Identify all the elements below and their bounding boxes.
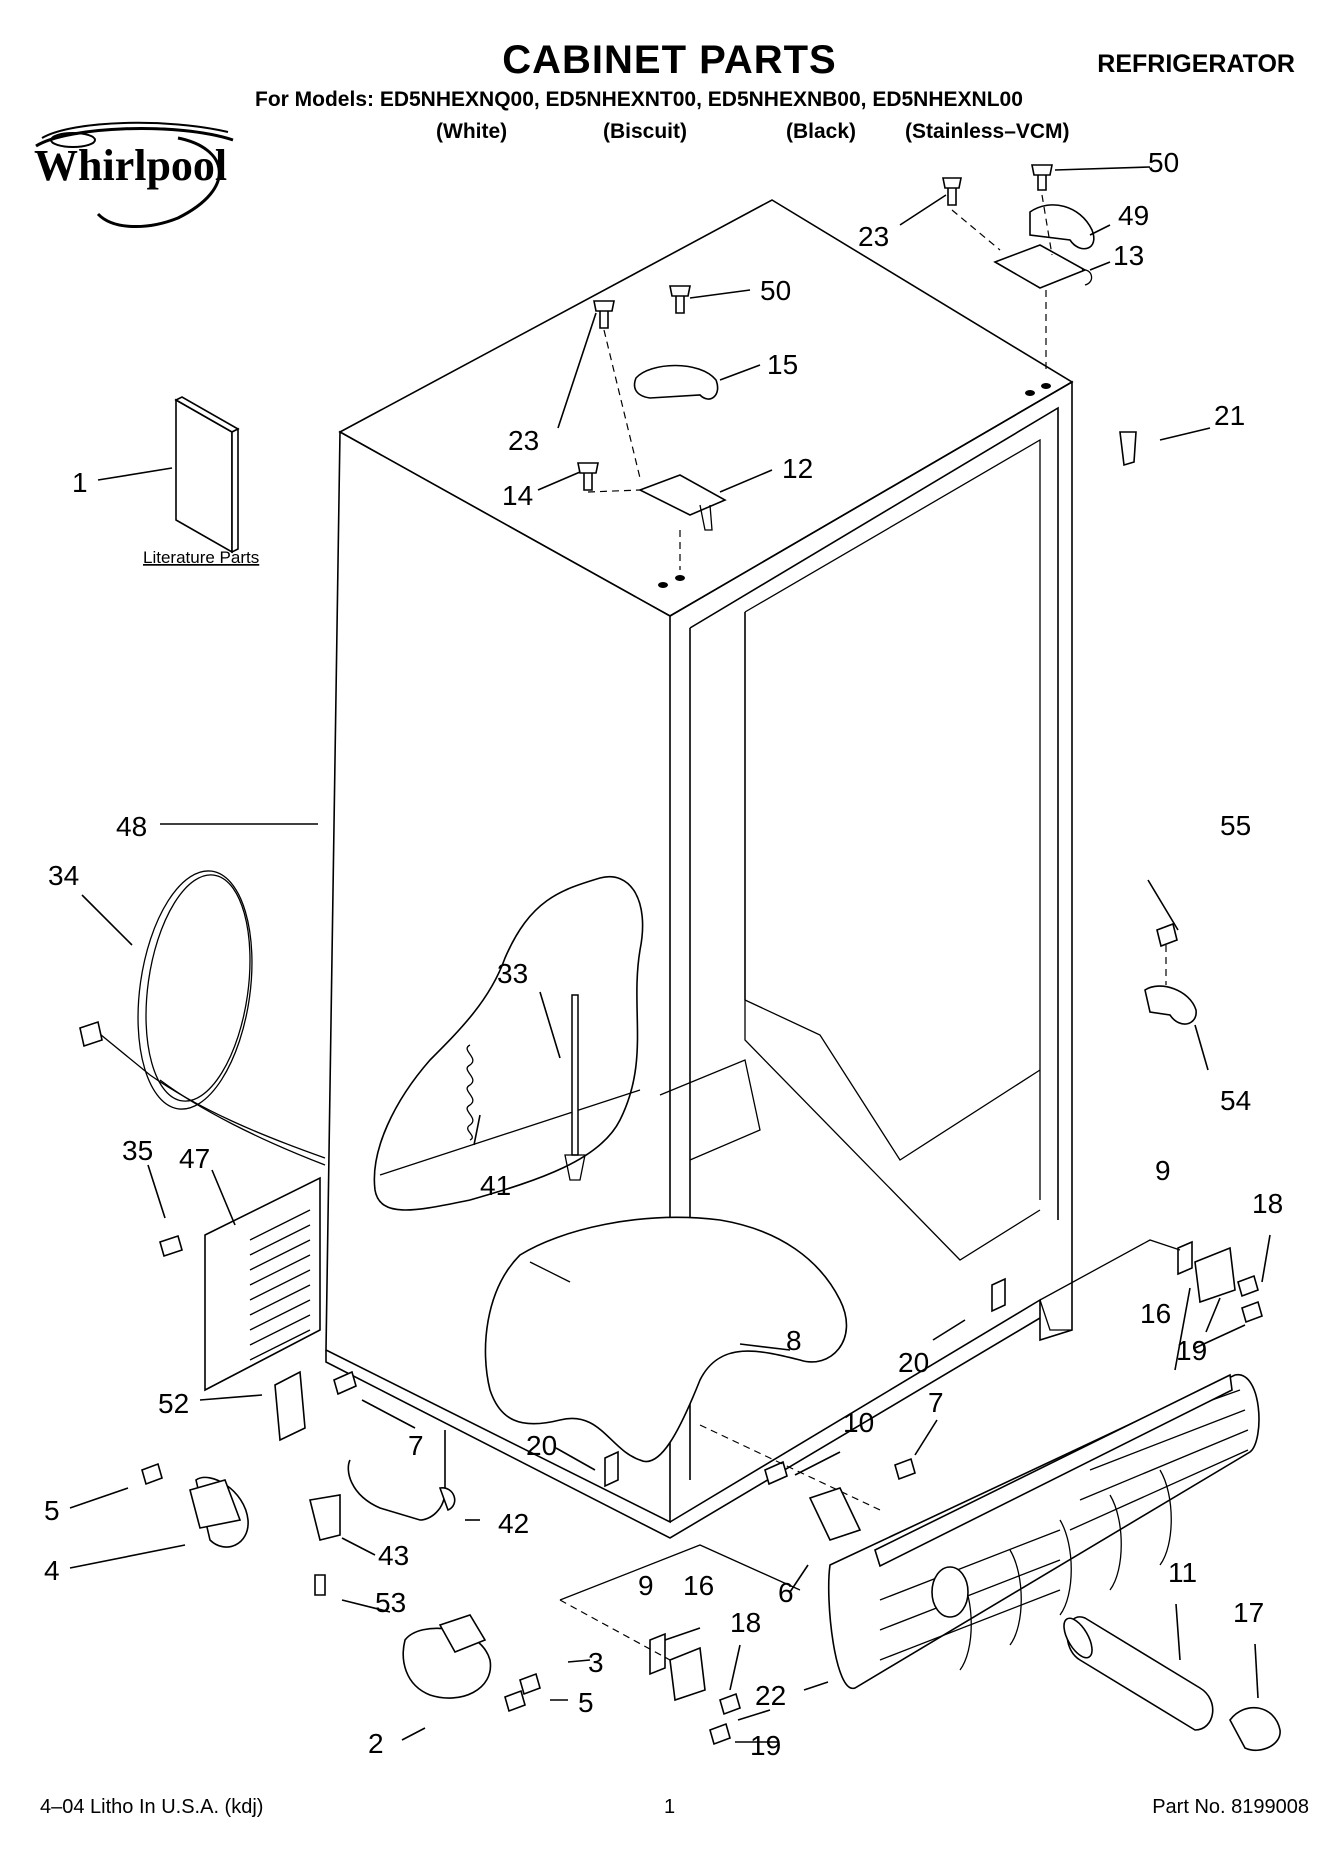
callout-47: 47 — [179, 1143, 210, 1174]
color-stainless: (Stainless–VCM) — [905, 120, 1070, 143]
callout-7a: 7 — [408, 1430, 424, 1461]
callout-5b: 5 — [578, 1687, 594, 1718]
callout-8: 8 — [786, 1325, 802, 1356]
callout-34: 34 — [48, 860, 79, 891]
callout-49: 49 — [1118, 200, 1149, 231]
callout-9a: 9 — [1155, 1155, 1171, 1186]
callout-22: 22 — [755, 1680, 786, 1711]
brand-wordmark: Whirlpool — [34, 141, 227, 190]
callout-14: 14 — [502, 480, 533, 511]
callout-20b: 20 — [526, 1430, 557, 1461]
callout-16a: 16 — [1140, 1298, 1171, 1329]
callout-33: 33 — [497, 958, 528, 989]
rear-grille-panel — [159, 1176, 321, 1392]
callout-19a: 19 — [1176, 1335, 1207, 1366]
callout-numbers: 1 2 3 4 5 5 6 7 7 8 9 9 10 11 12 13 14 1… — [44, 147, 1283, 1761]
callout-18a: 18 — [1252, 1188, 1283, 1219]
callout-19b: 19 — [750, 1730, 781, 1761]
callout-13: 13 — [1113, 240, 1144, 271]
cutaway-upper — [373, 875, 644, 1211]
callout-1: 1 — [72, 467, 88, 498]
callout-20a: 20 — [898, 1347, 929, 1378]
callout-53: 53 — [375, 1587, 406, 1618]
callout-48: 48 — [116, 811, 147, 842]
callout-2: 2 — [368, 1728, 384, 1759]
water-filter — [1063, 1616, 1281, 1752]
lower-left-hardware — [141, 1370, 541, 1713]
part-number: Part No. 8199008 — [1152, 1796, 1309, 1818]
upper-center-hinge — [577, 285, 727, 570]
cutaway-lower — [484, 1216, 848, 1463]
callout-5a: 5 — [44, 1495, 60, 1526]
callout-55: 55 — [1220, 810, 1251, 841]
color-biscuit: (Biscuit) — [603, 120, 687, 143]
callout-3: 3 — [588, 1647, 604, 1678]
callout-18b: 18 — [730, 1607, 761, 1638]
leader-lines — [69, 166, 1271, 1743]
upper-right-hinge — [942, 164, 1095, 372]
callout-42: 42 — [498, 1508, 529, 1539]
callout-43: 43 — [378, 1540, 409, 1571]
callout-50b: 50 — [760, 275, 791, 306]
color-white: (White) — [436, 120, 508, 143]
literature-parts-box: Literature Parts — [143, 396, 259, 567]
models-line: For Models: ED5NHEXNQ00, ED5NHEXNT00, ED… — [255, 88, 1023, 111]
part-21-clip — [1119, 431, 1137, 467]
callout-6: 6 — [778, 1577, 794, 1608]
category-label: REFRIGERATOR — [1097, 50, 1295, 78]
callout-11: 11 — [1168, 1557, 1197, 1588]
page-title: CABINET PARTS — [502, 38, 837, 82]
literature-parts-label: Literature Parts — [143, 548, 259, 567]
callout-17: 17 — [1233, 1597, 1264, 1628]
callout-50a: 50 — [1148, 147, 1179, 178]
callout-52: 52 — [158, 1388, 189, 1419]
callout-16b: 16 — [683, 1570, 714, 1601]
callout-54: 54 — [1220, 1085, 1251, 1116]
whirlpool-logo: Whirlpool — [34, 121, 234, 228]
callout-35: 35 — [122, 1135, 153, 1166]
callout-4: 4 — [44, 1555, 60, 1586]
callout-41: 41 — [480, 1170, 511, 1201]
callout-10: 10 — [843, 1407, 874, 1438]
callout-21: 21 — [1214, 400, 1245, 431]
right-side-hardware — [1039, 922, 1263, 1324]
water-tube-coil — [79, 870, 326, 1166]
page-number: 1 — [664, 1796, 676, 1818]
lower-center-hardware — [559, 1277, 1006, 1746]
callout-12: 12 — [782, 453, 813, 484]
callout-9b: 9 — [638, 1570, 654, 1601]
callout-23b: 23 — [508, 425, 539, 456]
front-toe-grille — [827, 1373, 1260, 1689]
litho-note: 4–04 Litho In U.S.A. (kdj) — [40, 1796, 264, 1818]
callout-15: 15 — [767, 349, 798, 380]
callout-23a: 23 — [858, 221, 889, 252]
callout-7b: 7 — [928, 1387, 944, 1418]
color-black: (Black) — [786, 120, 857, 143]
